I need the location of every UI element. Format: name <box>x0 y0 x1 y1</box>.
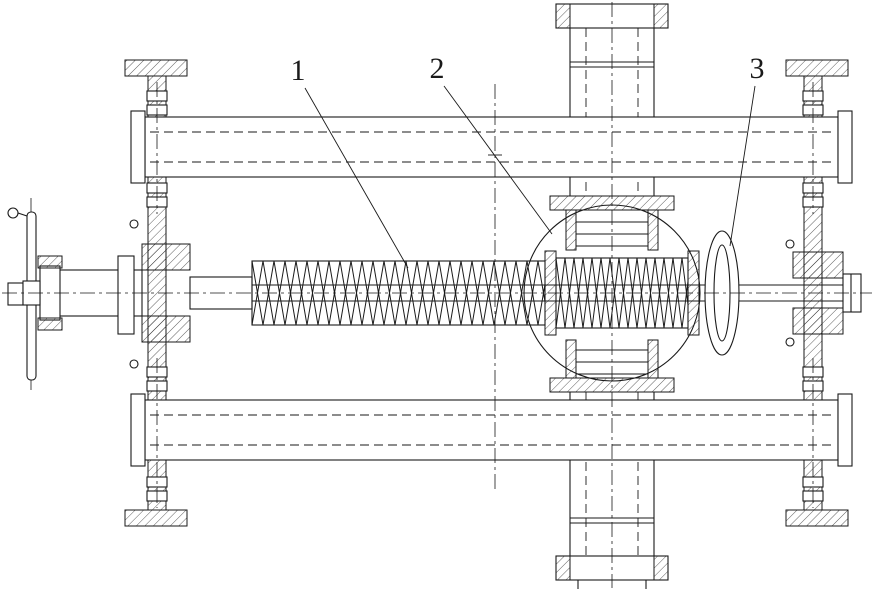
right-bearing <box>785 239 862 347</box>
top-beam-right-cap <box>837 110 853 184</box>
bolt-head <box>129 219 139 229</box>
callout-3-leader <box>729 85 756 247</box>
shaft-end <box>7 282 24 306</box>
callouts: 1 2 3 <box>291 52 765 269</box>
bottom-beam-left-cap <box>130 393 146 467</box>
right-frame-top-plate <box>785 59 849 77</box>
top-beam-left-cap <box>130 110 146 184</box>
left-frame-bottom-plate <box>124 509 188 527</box>
callout-2-label: 2 <box>430 52 445 85</box>
bolt-head <box>129 359 139 369</box>
bolt-head <box>785 239 795 249</box>
callout-2-leader <box>443 85 553 235</box>
handwheel-knob <box>7 207 19 219</box>
left-bearing <box>129 219 191 369</box>
top-beam <box>130 110 853 184</box>
bottom-beam <box>130 393 853 467</box>
right-frame-bottom-plate <box>785 509 849 527</box>
bottom-beam-body <box>144 399 839 461</box>
left-frame-top-plate <box>124 59 188 77</box>
top-beam-body <box>144 116 839 178</box>
callout-1-leader <box>304 87 409 269</box>
callout-1-label: 1 <box>291 54 306 87</box>
bolt-head <box>785 337 795 347</box>
shaft-coupling-flange <box>117 255 135 335</box>
callout-3-label: 3 <box>750 52 765 85</box>
handwheel-assembly <box>7 198 63 390</box>
bottom-beam-right-cap <box>837 393 853 467</box>
